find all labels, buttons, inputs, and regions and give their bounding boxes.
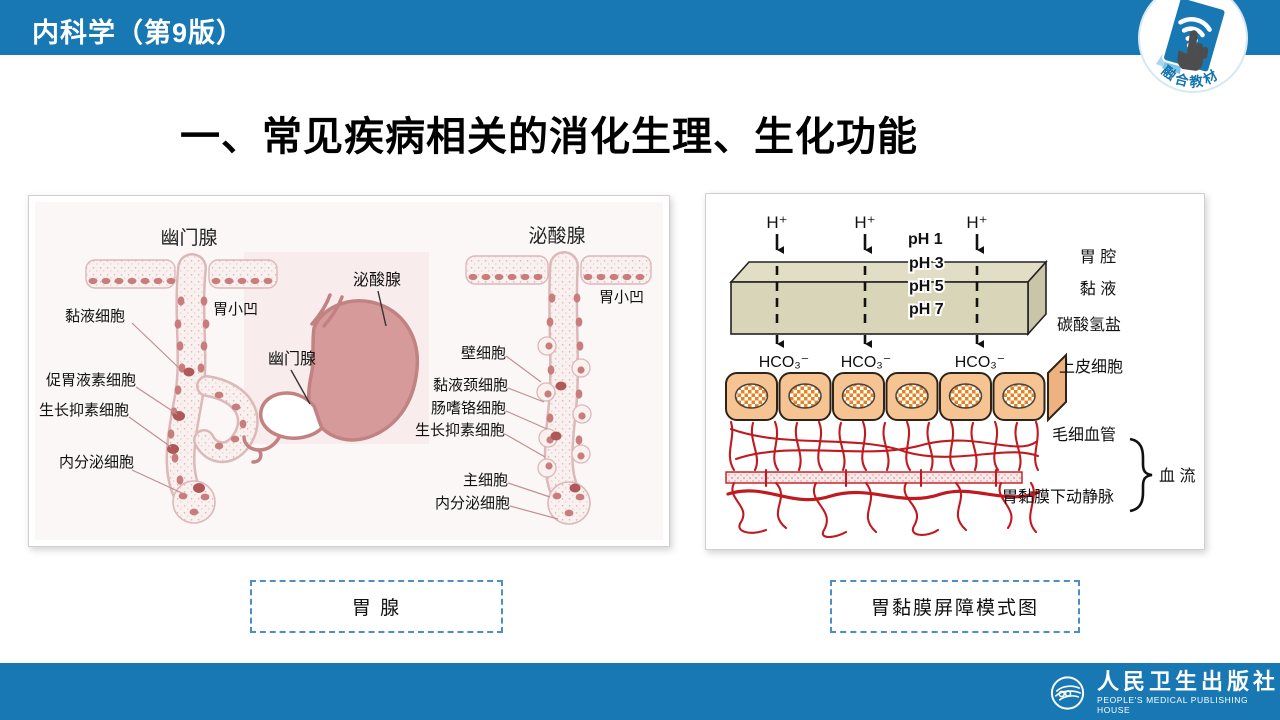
publisher-name-cn: 人民卫生出版社 — [1097, 669, 1280, 694]
mucosal-barrier-figure: H⁺ H⁺ H⁺ pH 1 pH 3 pH 5 pH 7 HCO₃⁻ HCO₃⁻… — [705, 193, 1205, 550]
somatostatin-cell-label-left: 生长抑素细胞 — [39, 402, 129, 419]
stomach-pyloric-label: 幽门腺 — [268, 350, 316, 368]
pyloric-gland-drawing: 幽门腺 黏液细胞 胃小凹 促胃液素细胞 生长抑素细胞 内分泌细胞 — [39, 227, 278, 524]
h-plus-label-3: H⁺ — [966, 213, 987, 232]
hand-pointer-icon — [1177, 30, 1209, 71]
right-caption-text: 胃黏膜屏障模式图 — [870, 598, 1039, 619]
slide-title: 一、常见疾病相关的消化生理、生化功能 — [180, 115, 918, 159]
fusion-textbook-badge: 融合教材 — [1138, 0, 1248, 93]
mucous-neck-cell-label: 黏液颈细胞 — [433, 377, 508, 394]
mucosal-barrier-drawing: H⁺ H⁺ H⁺ pH 1 pH 3 pH 5 pH 7 HCO₃⁻ HCO₃⁻… — [725, 213, 1195, 539]
gastric-pit-label-right: 胃小凹 — [599, 289, 644, 306]
gastric-pit-label-left: 胃小凹 — [213, 301, 258, 318]
endocrine-cell-label-left: 内分泌细胞 — [59, 454, 134, 471]
submucosal-vessels-label: 胃黏膜下动静脉 — [1002, 488, 1114, 506]
submucosal-vessel-band — [725, 471, 1023, 484]
lumen-label: 胃 腔 — [1080, 248, 1116, 266]
somatostatin-cell-label-right: 生长抑素细胞 — [415, 422, 505, 439]
header-bar: 内科学（第9版） — [0, 0, 1280, 55]
hco3-label-1: HCO₃⁻ — [759, 354, 810, 371]
endocrine-cell-label-right: 内分泌细胞 — [435, 495, 510, 512]
ph-label-1: pH 1 — [908, 231, 943, 248]
mucous-cell-label: 黏液细胞 — [65, 308, 125, 325]
enterochromaffin-cell-label: 肠嗜铬细胞 — [431, 400, 506, 417]
h-plus-arrows — [775, 234, 977, 250]
blood-flow-brace — [1129, 437, 1153, 513]
hco3-label-2: HCO₃⁻ — [841, 354, 892, 371]
epithelial-cells — [725, 352, 1067, 423]
left-caption-box: 胃 腺 — [250, 580, 503, 633]
ph-label-4: pH 7 — [909, 301, 944, 318]
mucus-label: 黏 液 — [1080, 280, 1116, 298]
gastrin-cell-label: 促胃液素细胞 — [46, 372, 136, 389]
book-title: 内科学（第9版） — [32, 18, 245, 48]
hco3-label-3: HCO₃⁻ — [955, 354, 1006, 371]
bicarbonate-label: 碳酸氢盐 — [1057, 316, 1121, 334]
chief-cell-label: 主细胞 — [463, 472, 508, 489]
mucus-layer-slab — [729, 259, 1048, 337]
oxyntic-gland-drawing: 泌酸腺 胃小凹 壁细胞 黏液颈细胞 肠嗜铬细胞 生长抑素细胞 主细胞 内分泌细胞 — [415, 225, 652, 525]
right-caption-box: 胃黏膜屏障模式图 — [830, 580, 1080, 633]
hco3-arrows — [775, 335, 977, 344]
pyloric-gland-title: 幽门腺 — [160, 227, 217, 249]
capillary-label: 毛细血管 — [1052, 426, 1116, 444]
publisher-logo-icon — [1050, 676, 1085, 710]
publisher-name-en: PEOPLE'S MEDICAL PUBLISHING HOUSE — [1097, 695, 1249, 715]
gastric-glands-drawing: 幽门腺 黏液细胞 胃小凹 促胃液素细胞 生长抑素细胞 内分泌细胞 泌酸腺 幽门腺 — [35, 202, 663, 540]
h-plus-diffusion-lines — [775, 266, 979, 330]
parietal-cell-label: 壁细胞 — [461, 345, 506, 362]
h-plus-label-1: H⁺ — [766, 213, 787, 232]
stomach-drawing: 泌酸腺 幽门腺 — [242, 271, 420, 464]
ph-label-2: pH 3 — [909, 255, 944, 272]
epithelium-label: 上皮细胞 — [1059, 358, 1123, 376]
ph-label-3: pH 5 — [909, 278, 944, 295]
blood-flow-label: 血 流 — [1159, 467, 1195, 485]
footer-bar: 人民卫生出版社 PEOPLE'S MEDICAL PUBLISHING HOUS… — [0, 663, 1280, 720]
stomach-oxyntic-label: 泌酸腺 — [353, 271, 401, 289]
gastric-glands-figure: 幽门腺 黏液细胞 胃小凹 促胃液素细胞 生长抑素细胞 内分泌细胞 泌酸腺 幽门腺 — [28, 195, 670, 547]
publisher-logo: 人民卫生出版社 PEOPLE'S MEDICAL PUBLISHING HOUS… — [1048, 671, 1280, 715]
left-caption-text: 胃 腺 — [351, 598, 402, 619]
h-plus-label-2: H⁺ — [854, 213, 875, 232]
capillary-network — [725, 420, 1041, 539]
oxyntic-gland-title: 泌酸腺 — [528, 225, 585, 247]
